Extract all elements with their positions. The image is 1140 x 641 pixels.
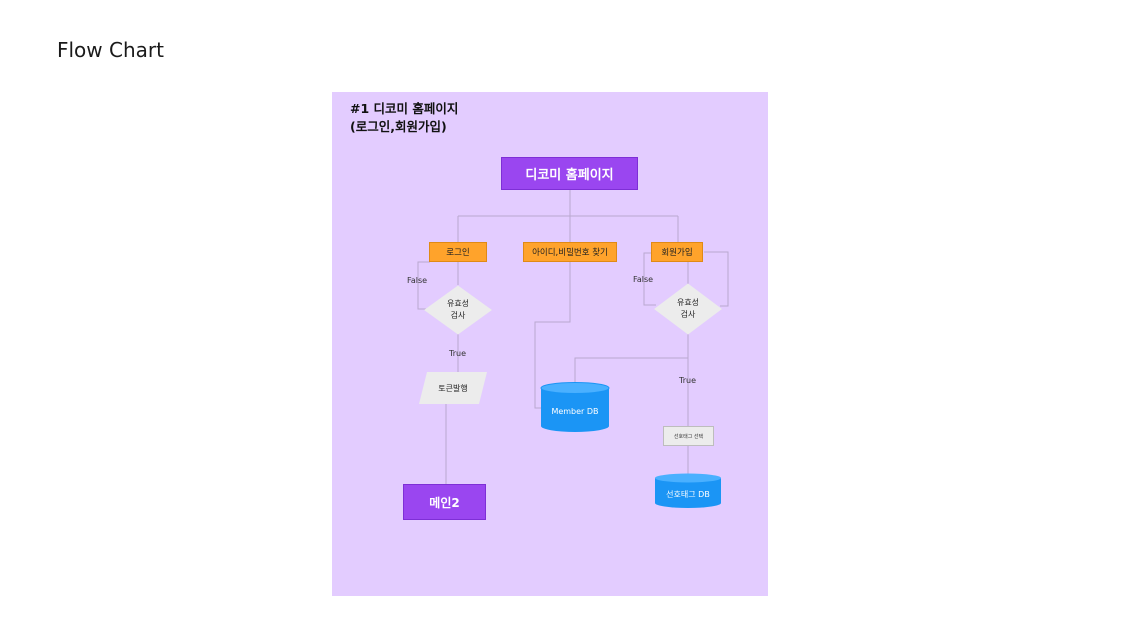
board-title-line2: (로그인,회원가입) xyxy=(350,119,447,134)
edge-signup-db xyxy=(574,334,689,384)
edge-signup-false xyxy=(643,252,656,306)
node-tag-select: 선호태그 선택 xyxy=(663,426,714,446)
database-tag-label: 선호태그 DB xyxy=(666,489,710,499)
edge-label-login-false: False xyxy=(407,276,428,285)
node-main2: 메인2 xyxy=(403,484,486,520)
edge-label-signup-true: True xyxy=(679,376,696,385)
io-token-label: 토큰발행 xyxy=(438,383,468,393)
node-home: 디코미 홈페이지 xyxy=(501,157,638,190)
board-title-line1: #1 디코미 홈페이지 xyxy=(350,101,459,116)
edge-label-login-true: True xyxy=(449,349,466,358)
decision-label-line2: 검사 xyxy=(450,311,466,320)
decision-label-line2: 검사 xyxy=(680,310,696,319)
decision-validate-login: 유효성 검사 xyxy=(424,285,492,335)
node-find-account: 아이디,비밀번호 찾기 xyxy=(523,242,617,262)
page-title: Flow Chart xyxy=(57,38,164,62)
node-signup: 회원가입 xyxy=(651,242,703,262)
decision-validate-signup: 유효성 검사 xyxy=(654,283,722,335)
edge-find-db xyxy=(534,262,571,409)
node-login: 로그인 xyxy=(429,242,487,262)
decision-label-line1: 유효성 xyxy=(676,298,700,307)
database-member-label: Member DB xyxy=(551,406,599,416)
board-title: #1 디코미 홈페이지 (로그인,회원가입) xyxy=(350,100,458,136)
edge-login-false xyxy=(417,261,430,310)
decision-label-line1: 유효성 xyxy=(446,299,470,308)
database-tag-icon xyxy=(655,473,721,508)
edge-signup-right-loop xyxy=(704,251,729,307)
edge-label-signup-false: False xyxy=(633,275,654,284)
database-member-icon xyxy=(540,382,610,432)
